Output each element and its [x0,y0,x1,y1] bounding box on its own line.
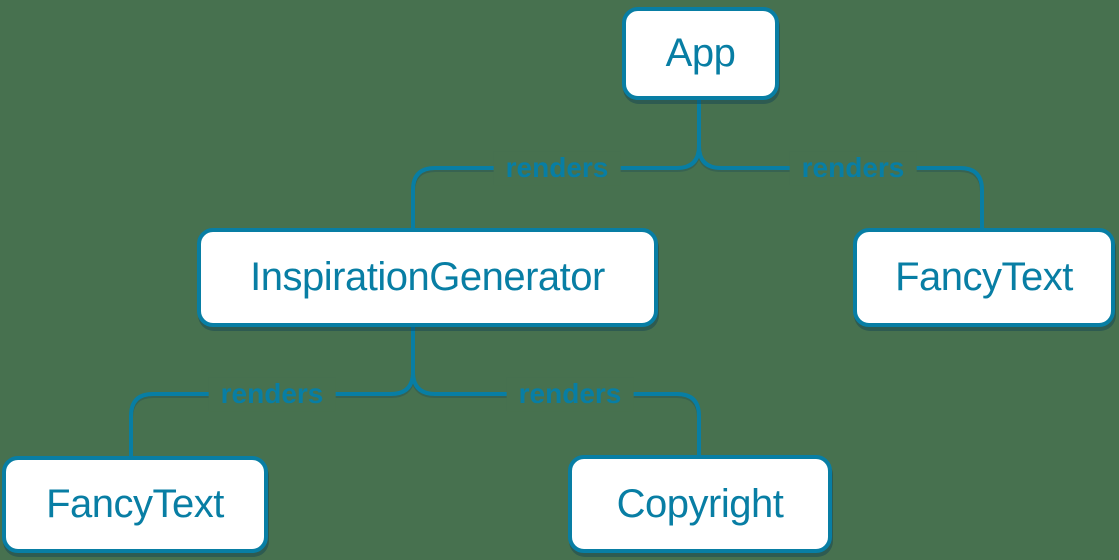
node-fancy-text-bottom: FancyText [2,456,268,553]
node-inspiration-generator: InspirationGenerator [197,228,658,327]
edge-label-renders: renders [208,377,336,411]
node-app: App [622,7,779,100]
edge-label-renders: renders [506,377,634,411]
node-copyright: Copyright [568,455,832,553]
node-fancy-text-top: FancyText [853,228,1115,327]
edge-label-renders: renders [789,151,917,185]
edge-label-renders: renders [493,151,621,185]
